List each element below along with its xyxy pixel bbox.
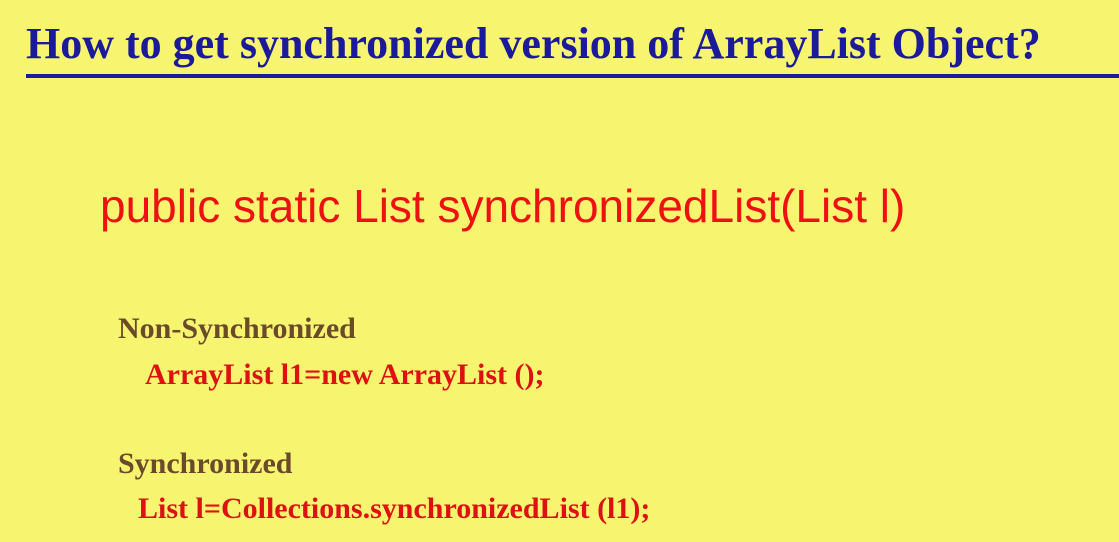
synchronized-code: List l=Collections.synchronizedList (l1)… <box>138 492 651 525</box>
non-synchronized-code: ArrayList l1=new ArrayList (); <box>145 358 545 391</box>
method-signature: public static List synchronizedList(List… <box>100 180 906 232</box>
non-synchronized-label: Non-Synchronized <box>118 312 356 345</box>
synchronized-label: Synchronized <box>118 447 293 480</box>
title-underline <box>26 74 1119 78</box>
slide-title: How to get synchronized version of Array… <box>26 19 1041 68</box>
